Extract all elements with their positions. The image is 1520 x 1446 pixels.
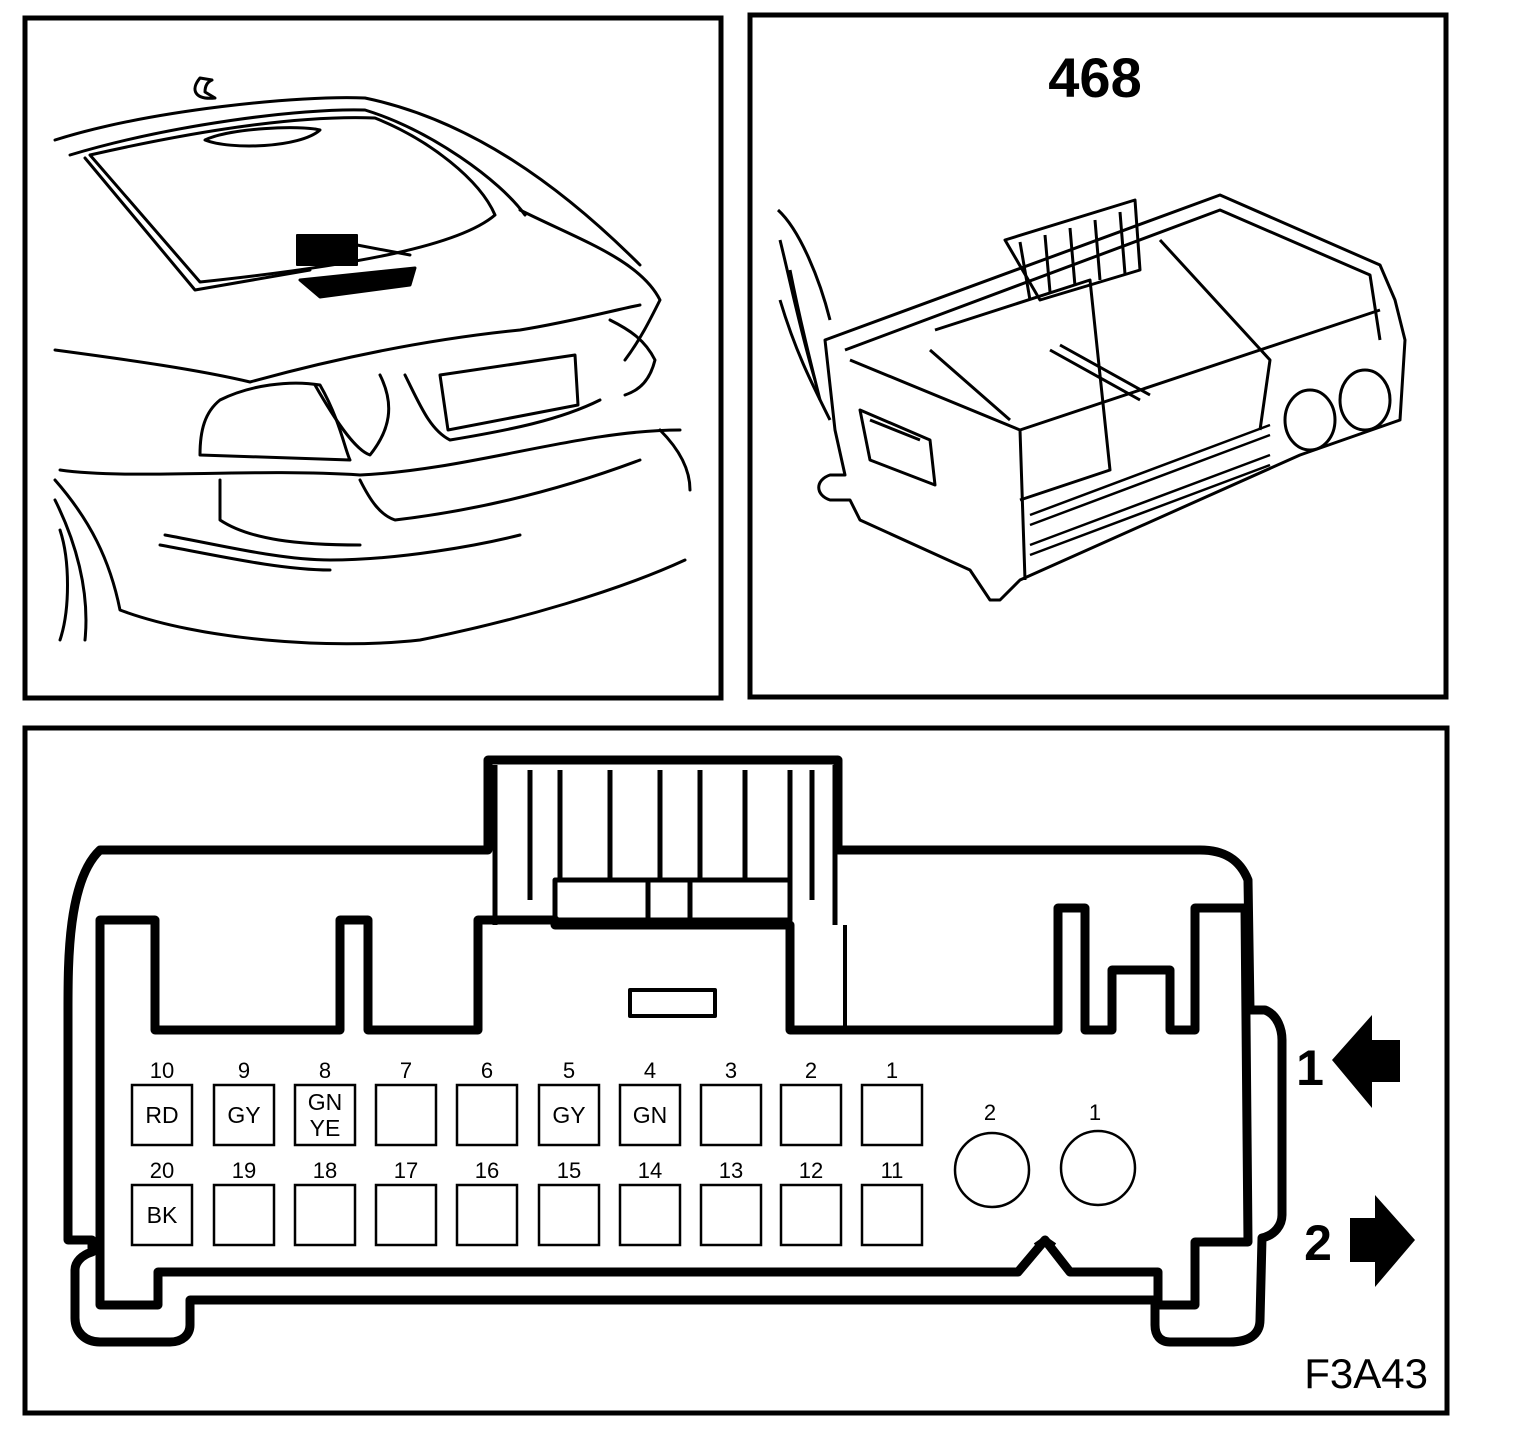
pin: 15	[537, 1158, 601, 1247]
pin: 9 GY	[212, 1058, 276, 1147]
pin-wire-color: BK	[147, 1202, 178, 1228]
pin-number: 16	[475, 1158, 499, 1183]
pin: 6	[455, 1058, 519, 1147]
pin-number: 15	[557, 1158, 581, 1183]
pin-number: 1	[1089, 1100, 1101, 1125]
large-pin: 1	[1059, 1100, 1137, 1207]
pin: 18	[293, 1158, 357, 1247]
pin: 19	[212, 1158, 276, 1247]
pin: 20 BK	[130, 1158, 194, 1247]
pin: 14	[618, 1158, 682, 1247]
direction-marker-2: 2	[1304, 1195, 1415, 1287]
car-rear-illustration	[53, 76, 692, 646]
pin: 8 GN YE	[293, 1058, 357, 1147]
pin-wire-color: RD	[145, 1102, 178, 1128]
connector-face-panel: 10 RD 9 GY 8 GN YE 7 6	[22, 725, 1450, 1416]
pin-number: 1	[886, 1058, 898, 1083]
direction-marker-1: 1	[1296, 1015, 1400, 1108]
pin-number: 17	[394, 1158, 418, 1183]
pin-number: 13	[719, 1158, 743, 1183]
figure-code: F3A43	[1304, 1350, 1428, 1397]
pin: 11	[860, 1158, 924, 1247]
pin-row-top: 10 RD 9 GY 8 GN YE 7 6	[130, 1058, 924, 1147]
pin-number: 7	[400, 1058, 412, 1083]
pin-number: 9	[238, 1058, 250, 1083]
pin-number: 11	[881, 1158, 904, 1183]
pin-number: 18	[313, 1158, 337, 1183]
pin: 13	[699, 1158, 763, 1247]
direction-label: 1	[1296, 1040, 1324, 1096]
pin: 17	[374, 1158, 438, 1247]
pin-number: 14	[638, 1158, 662, 1183]
pin: 3	[699, 1058, 763, 1147]
pin-number: 2	[805, 1058, 817, 1083]
connector-face-outline	[63, 755, 1287, 1347]
pin-wire-color: GY	[552, 1102, 585, 1128]
connector-number: 468	[1048, 46, 1141, 109]
pin: 5 GY	[537, 1058, 601, 1147]
pin-number: 8	[319, 1058, 331, 1083]
pin-number: 2	[984, 1100, 996, 1125]
arrow-left-icon	[1332, 1015, 1400, 1108]
pin: 1	[860, 1058, 924, 1147]
pin: 10 RD	[130, 1058, 194, 1147]
pin-number: 6	[481, 1058, 493, 1083]
pin-number: 5	[563, 1058, 575, 1083]
pin-number: 10	[150, 1058, 174, 1083]
direction-label: 2	[1304, 1215, 1332, 1271]
pin: 2	[779, 1058, 843, 1147]
pin-wire-color: GN	[308, 1089, 343, 1115]
pin: 4 GN	[618, 1058, 682, 1147]
pin-row-bottom: 20 BK 19 18 17 16 15	[130, 1158, 924, 1247]
pin-wire-color: GN	[633, 1102, 668, 1128]
pin: 7	[374, 1058, 438, 1147]
pin-wire-color: YE	[310, 1115, 341, 1141]
connector-3d-illustration	[776, 193, 1407, 602]
pin-number: 20	[150, 1158, 174, 1183]
pin: 16	[455, 1158, 519, 1247]
large-pin: 2	[953, 1100, 1031, 1209]
arrow-right-icon	[1350, 1195, 1415, 1287]
pin-number: 4	[644, 1058, 656, 1083]
pin: 12	[779, 1158, 843, 1247]
connector-3d-panel: 468	[747, 12, 1449, 700]
pin-number: 3	[725, 1058, 737, 1083]
car-rear-panel	[22, 15, 724, 701]
pin-number: 19	[232, 1158, 256, 1183]
pin-wire-color: GY	[227, 1102, 260, 1128]
pin-number: 12	[799, 1158, 823, 1183]
